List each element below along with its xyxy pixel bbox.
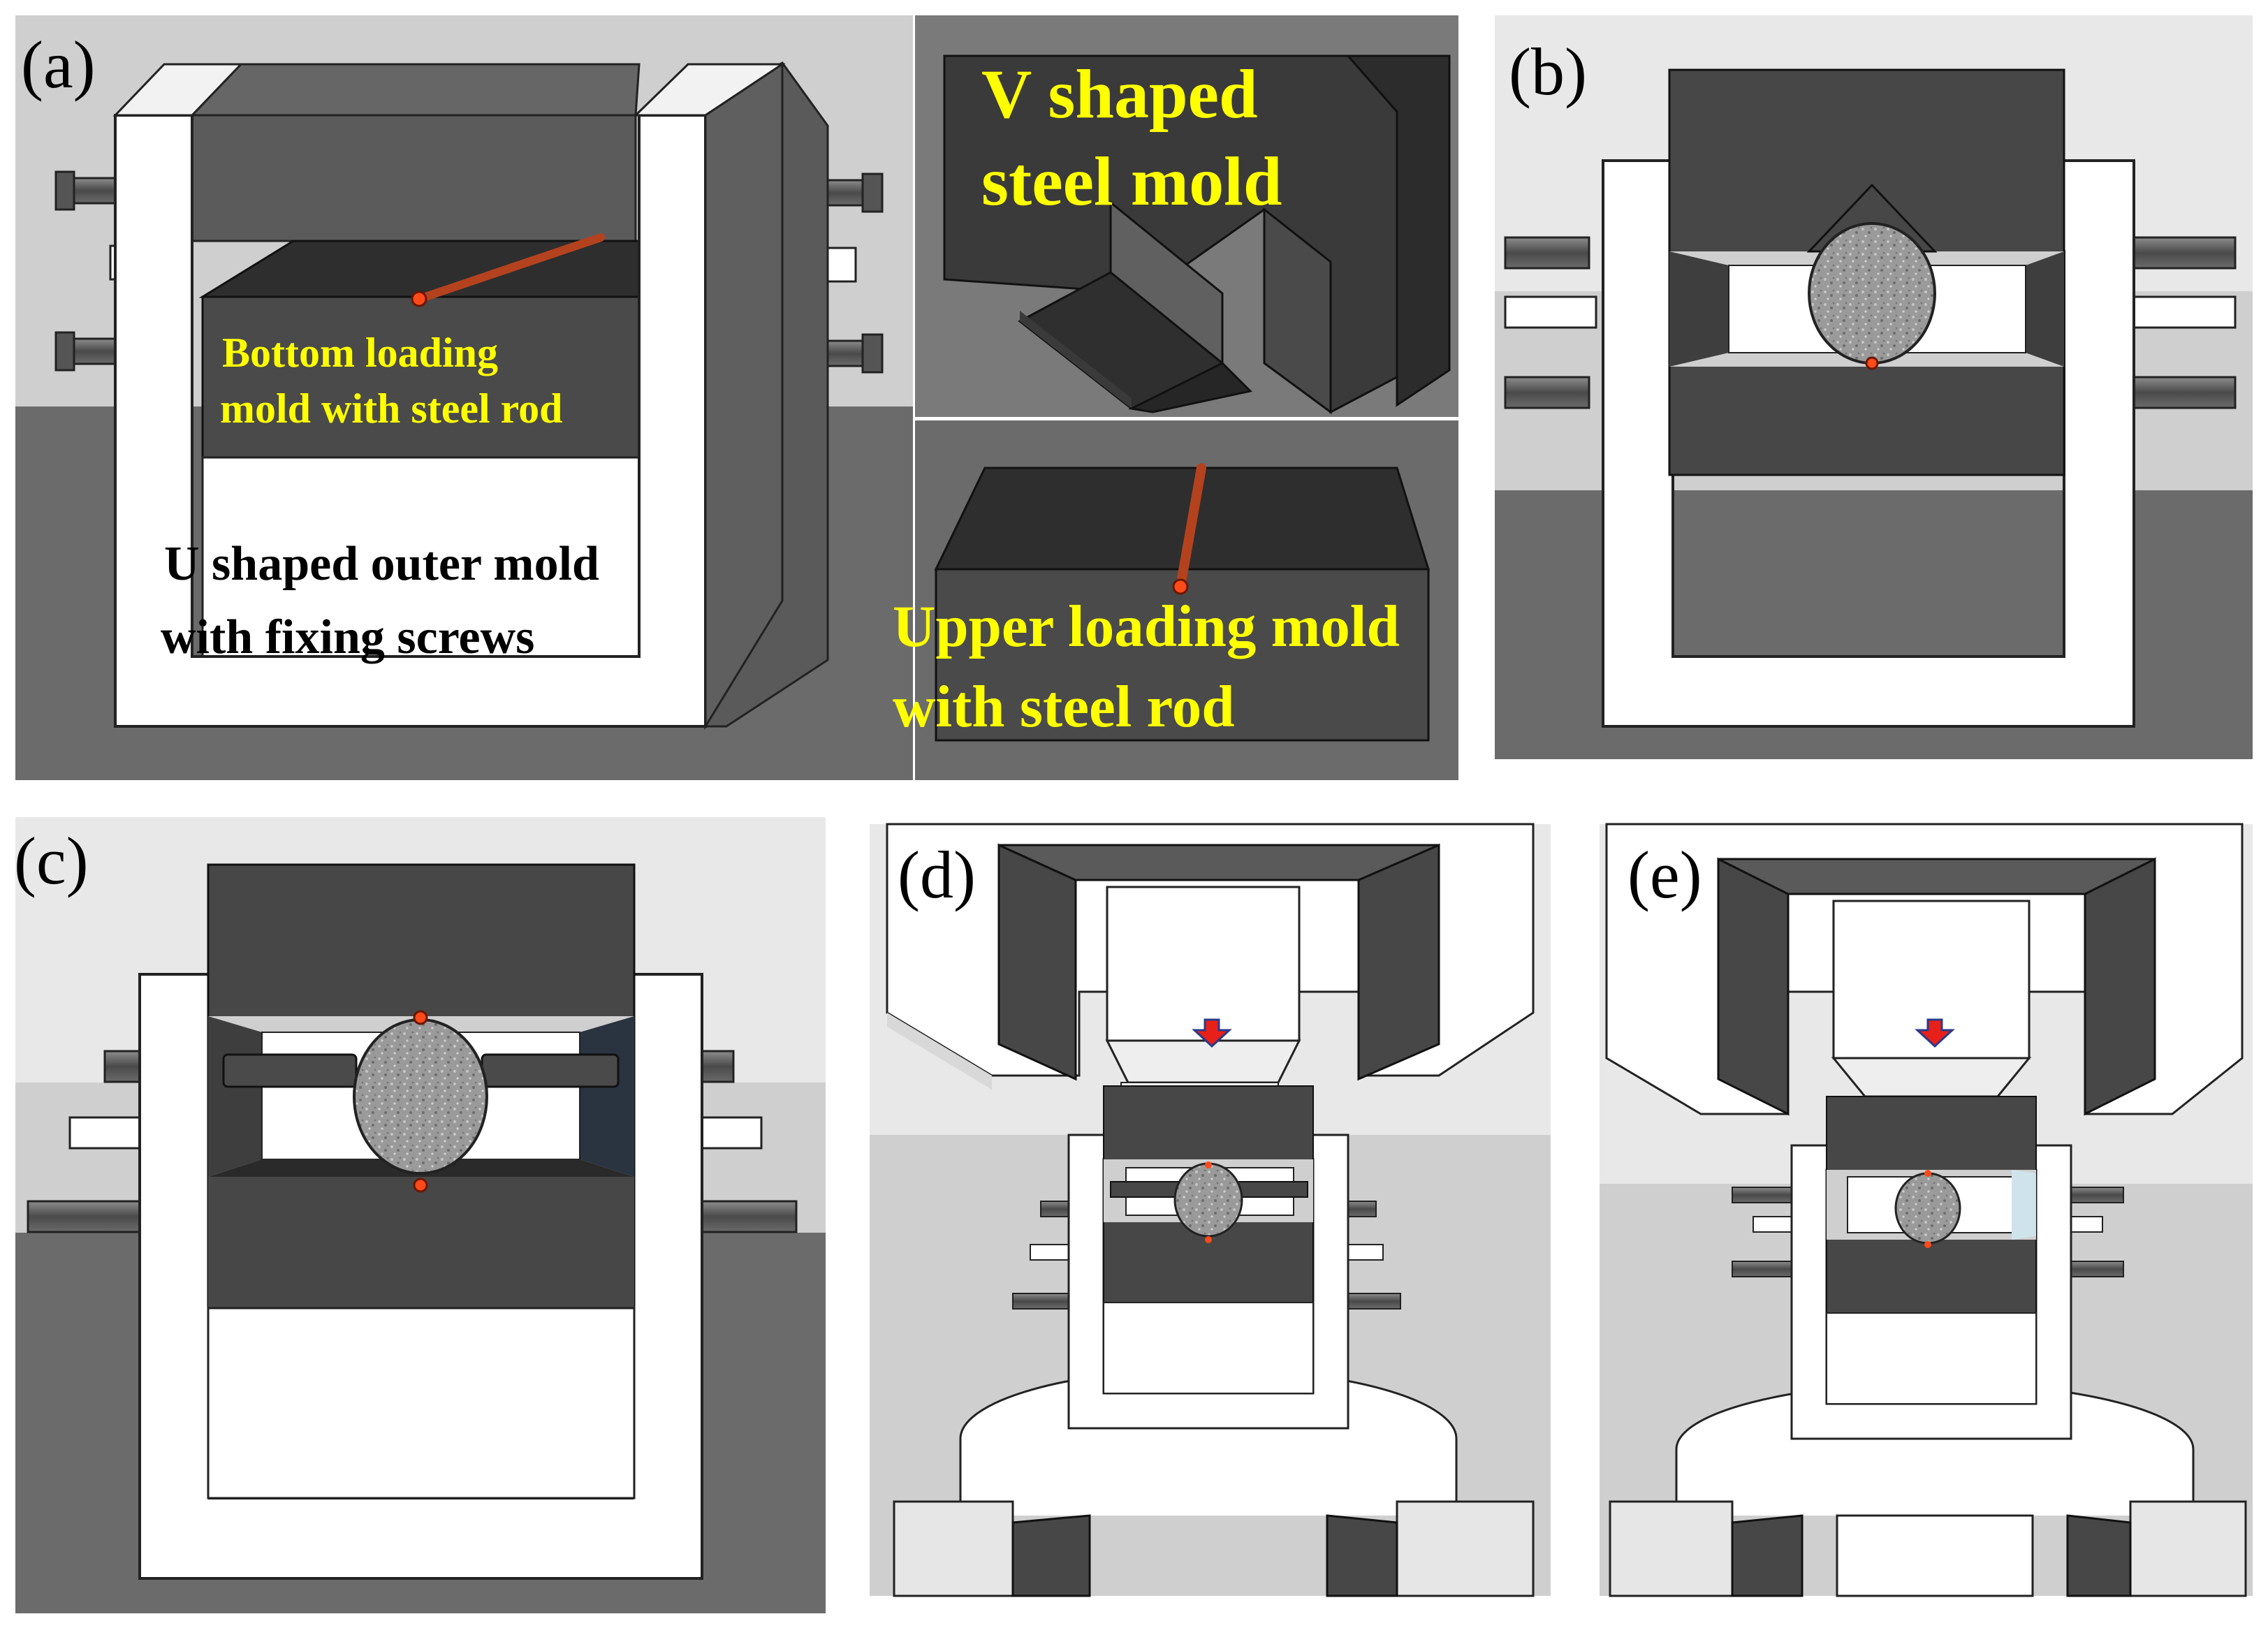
panel-label-e: (e) bbox=[1627, 837, 1702, 912]
panel-a-upper-mold: Upper loading mold with steel rod bbox=[893, 420, 1458, 780]
panel-label-c: (c) bbox=[14, 823, 89, 898]
panel-d: (d) bbox=[870, 823, 1551, 1597]
u-mold-label-line1: U shaped outer mold bbox=[164, 537, 599, 591]
specimen-disc-icon bbox=[1894, 1172, 1961, 1245]
panel-a-v-mold: V shaped steel mold bbox=[915, 15, 1458, 417]
u-mold-label-line2: with fixing screws bbox=[161, 610, 534, 664]
bottom-mold-label-line2: mold with steel rod bbox=[220, 386, 563, 432]
v-mold-label-line1: V shaped bbox=[981, 55, 1258, 133]
arrow-down-icon bbox=[1915, 1018, 1955, 1048]
panel-c: (c) bbox=[14, 817, 826, 1613]
specimen-disc-icon bbox=[1173, 1162, 1243, 1238]
upper-mold-label-line1: Upper loading mold bbox=[893, 594, 1400, 659]
arrow-down-icon bbox=[1192, 1018, 1232, 1048]
upper-mold-label-line2: with steel rod bbox=[893, 674, 1235, 740]
panel-e: (e) bbox=[1600, 823, 2253, 1597]
specimen-disc-icon bbox=[1808, 222, 1936, 365]
panel-b: (b) bbox=[1495, 15, 2253, 759]
panel-label-b: (b) bbox=[1509, 34, 1587, 109]
v-mold-label-line2: steel mold bbox=[981, 142, 1282, 220]
panel-label-a: (a) bbox=[21, 27, 96, 102]
panel-label-d: (d) bbox=[898, 837, 976, 912]
panel-a-left: (a) Bottom loading mold with steel rod U… bbox=[15, 15, 913, 780]
bottom-mold-label-line1: Bottom loading bbox=[222, 330, 498, 376]
specimen-disc-icon bbox=[353, 1018, 488, 1175]
